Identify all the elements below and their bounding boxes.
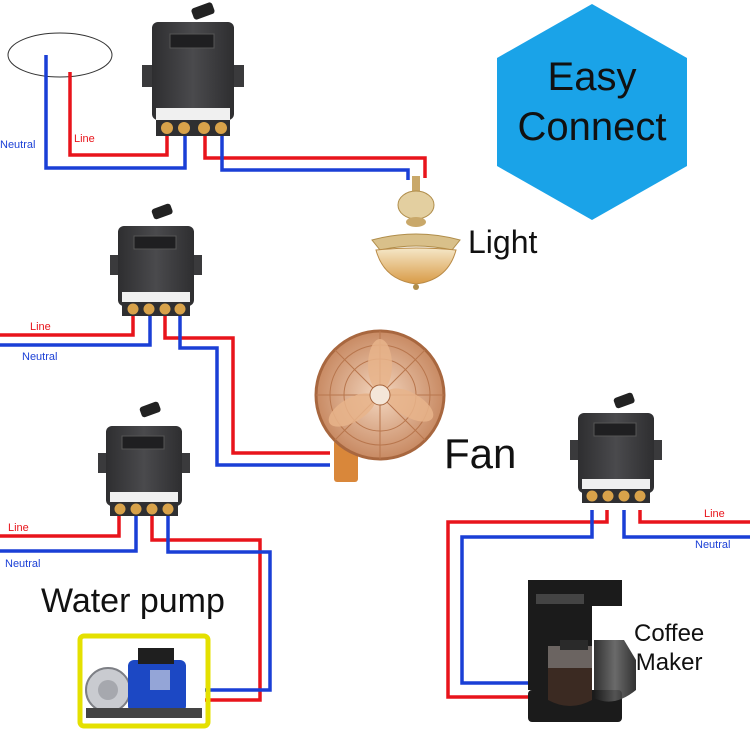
load-neutral-wire-1 [220, 135, 410, 180]
label-fan: Fan [444, 430, 517, 477]
wall-fan-icon [314, 329, 446, 482]
load-neutral-wire-2 [178, 315, 330, 467]
easy-connect-badge: Easy Connect [497, 52, 687, 152]
load-line-wire-2 [163, 315, 330, 455]
wire-label-neutral-2: Neutral [22, 351, 57, 363]
label-coffee-maker: Coffee Maker [634, 619, 704, 677]
load-neutral-wire-3 [166, 512, 272, 692]
neutral-wire-3 [0, 512, 138, 553]
relay-module-1 [142, 2, 244, 136]
wire-label-line-3: Line [8, 522, 29, 534]
load-neutral-wire-4 [460, 510, 594, 685]
wire-label-neutral-3: Neutral [5, 558, 40, 570]
wire-label-line-2: Line [30, 321, 51, 333]
relay-module-2 [110, 203, 202, 316]
label-water-pump: Water pump [41, 582, 225, 620]
chandelier-light-icon [371, 176, 461, 290]
load-line-wire-1 [203, 135, 427, 178]
wires-module-2 [0, 315, 330, 467]
relay-module-3 [98, 401, 190, 516]
badge-line2: Connect [517, 105, 667, 149]
water-pump-icon [77, 633, 211, 729]
line-wire-3 [0, 512, 121, 538]
badge-line1: Easy [547, 55, 637, 99]
line-wire-4 [638, 510, 750, 524]
wire-label-neutral-1: Neutral [0, 139, 35, 151]
neutral-wire-1 [44, 55, 187, 170]
wire-label-line-1: Line [74, 133, 95, 145]
label-coffee-line1: Coffee [634, 620, 705, 647]
coffee-maker-icon [528, 580, 636, 722]
easy-connect-badge-shape [497, 4, 687, 220]
wires-module-3 [0, 512, 272, 702]
wire-label-line-4: Line [704, 508, 725, 520]
neutral-wire-2 [0, 315, 152, 347]
wires-module-1 [44, 55, 427, 180]
line-wire-1 [68, 72, 169, 157]
wires-module-4 [446, 510, 750, 699]
load-line-wire-3 [150, 512, 262, 702]
relay-module-4 [570, 392, 662, 503]
load-line-wire-4 [446, 510, 609, 699]
label-coffee-line2: Maker [635, 649, 703, 676]
neutral-wire-4 [622, 510, 750, 539]
wire-label-neutral-4: Neutral [695, 539, 730, 551]
line-wire-2 [0, 315, 135, 337]
ceiling-outline [7, 32, 113, 78]
label-light: Light [468, 224, 538, 260]
